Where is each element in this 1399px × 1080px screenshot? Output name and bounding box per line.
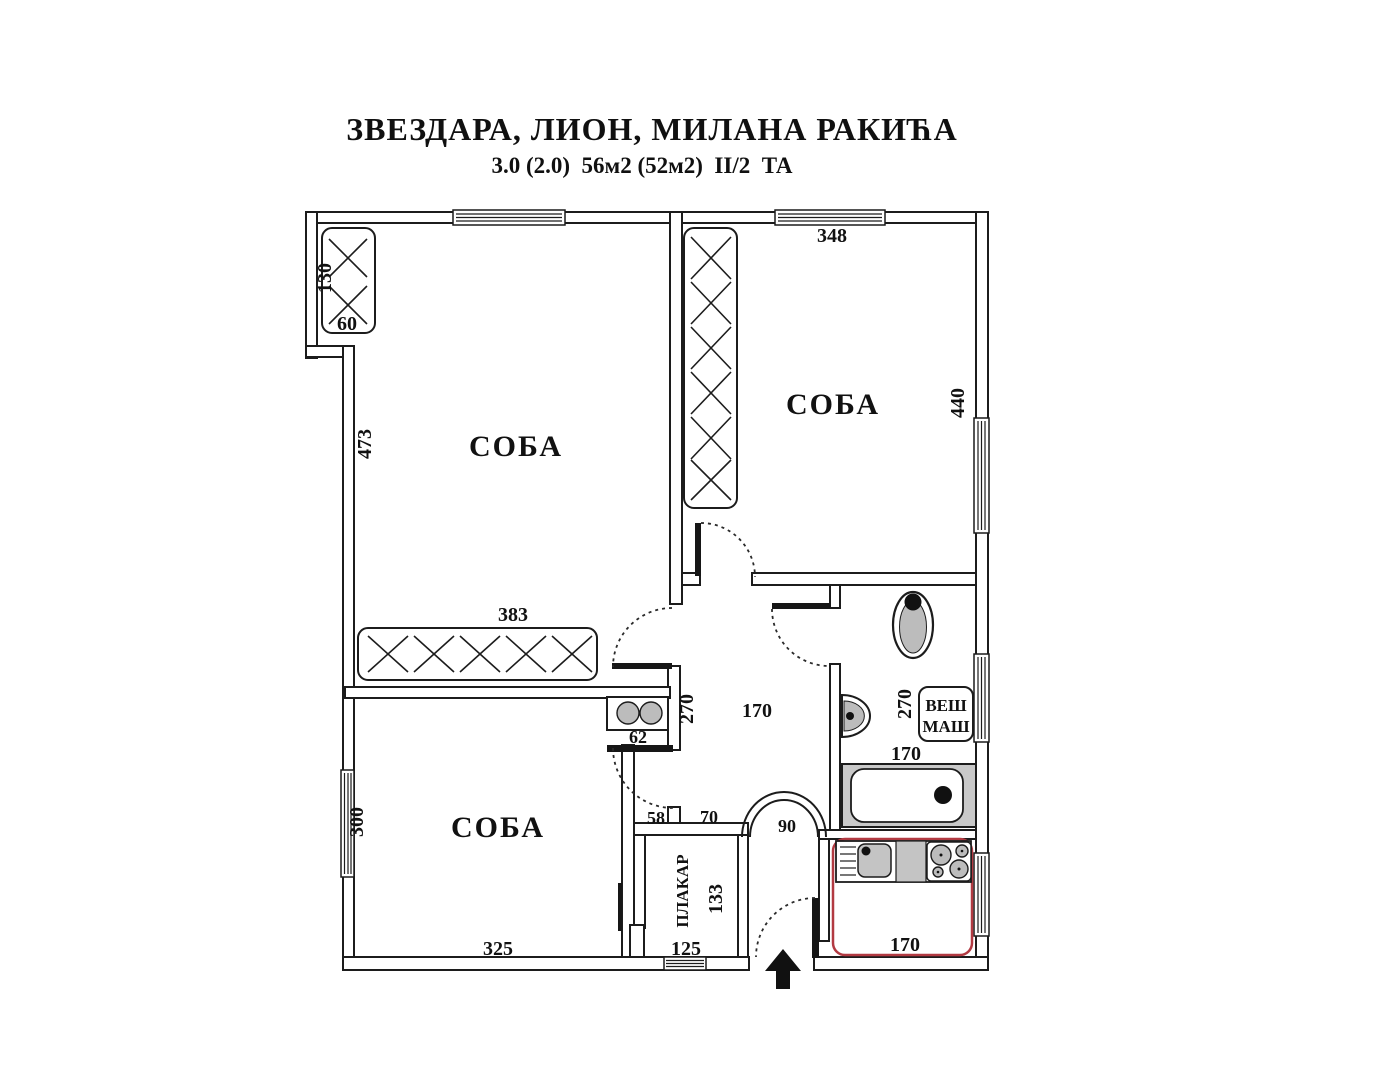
- wall-kitchen-top: [818, 829, 977, 840]
- dim-bath-depth: 270: [894, 689, 916, 719]
- bathtub: [841, 763, 977, 828]
- dim-kitchen-width: 170: [890, 934, 920, 956]
- outer-walls: [305, 211, 989, 971]
- dim-closet-width: 125: [671, 938, 701, 960]
- dim-room3-width: 325: [483, 938, 513, 960]
- page-title: ЗВЕЗДАРА, ЛИОН, МИЛАНА РАКИЋА: [346, 111, 958, 147]
- wall-plakar-stub: [629, 924, 645, 958]
- kitchen-sink: [857, 843, 892, 878]
- entrance-arrow-icon: [765, 949, 801, 989]
- doors: [607, 522, 830, 958]
- kitchen: [831, 837, 974, 957]
- wall-bath-west-stub: [829, 582, 841, 609]
- door-arc-bath: [771, 608, 830, 667]
- wall-plakar-left: [633, 834, 646, 929]
- door-leaf-bath: [772, 603, 830, 609]
- room-label-bottom-left: СОБА: [451, 811, 545, 844]
- dim-heater-width: 62: [629, 727, 647, 747]
- window-right-kitchen: [973, 852, 990, 937]
- window-top-left: [452, 209, 566, 226]
- wall-between-left-rooms: [344, 686, 671, 699]
- dim-room1-depth: 473: [354, 429, 376, 459]
- wall-kitchen-partition: [818, 837, 830, 942]
- heater-fixture: [606, 696, 669, 731]
- room-label-top-left: СОБА: [469, 430, 563, 463]
- door-arc-room2: [700, 522, 756, 578]
- kitchen-worktop: [895, 840, 927, 883]
- dim-corner-closet-width: 60: [337, 313, 357, 335]
- door-leaf-room1: [612, 663, 672, 669]
- door-leaf-room2: [695, 523, 701, 576]
- dim-opening-58: 58: [647, 808, 665, 828]
- window-top-right: [774, 209, 886, 226]
- arch-inner: [749, 799, 819, 838]
- dim-arch-width: 90: [778, 816, 796, 836]
- wardrobe-383: [357, 627, 598, 681]
- wall-divider-top-rooms: [669, 211, 683, 605]
- corner-closet-130x60: [321, 227, 376, 334]
- washing-machine: ВЕШ МАШ: [918, 686, 974, 742]
- wall-plakar-top: [633, 822, 749, 836]
- vent-grate: [663, 956, 707, 971]
- closet-label: ПЛАКАР: [673, 854, 692, 927]
- dim-wardrobe-length: 383: [498, 604, 528, 626]
- door-leaf-entrance: [812, 898, 819, 958]
- washing-machine-label-1: ВЕШ: [925, 696, 967, 715]
- door-arc-entrance: [755, 897, 816, 958]
- window-right-room2: [973, 417, 990, 534]
- interior-walls: [344, 211, 977, 958]
- wall-bath-west: [829, 663, 841, 832]
- dim-hall-width: 170: [742, 700, 772, 722]
- wall-bottom-right: [813, 956, 989, 971]
- dim-corner-closet-depth: 130: [314, 263, 336, 293]
- arch-outer: [741, 791, 827, 838]
- toilet: [891, 590, 935, 660]
- dim-hall-depth: 270: [676, 694, 698, 724]
- dim-closet-depth: 133: [705, 884, 727, 914]
- dim-room2-width: 348: [817, 225, 847, 247]
- door-leaf-room3: [607, 745, 673, 752]
- wall-bottom-left: [342, 956, 750, 971]
- wall-room2-bottom-b: [751, 572, 977, 586]
- room-label-top-right: СОБА: [786, 388, 880, 421]
- kitchen-drainboard: [840, 846, 856, 876]
- windows: [340, 209, 990, 937]
- window-right-bath: [973, 653, 990, 743]
- dim-opening-70: 70: [700, 807, 718, 827]
- washing-machine-label-2: МАШ: [923, 717, 970, 736]
- dim-bath-width: 170: [891, 743, 921, 765]
- door-leaf-plakar: [618, 883, 622, 931]
- page-subtitle: 3.0 (2.0) 56м2 (52м2) II/2 ТА: [491, 153, 792, 178]
- window-left-room3: [340, 769, 355, 878]
- dim-room2-depth: 440: [947, 388, 969, 418]
- wall-arch-left: [737, 834, 749, 958]
- kitchen-stove: [926, 841, 972, 882]
- door-arc-room1: [612, 607, 673, 668]
- wardrobe-room2: [683, 227, 738, 509]
- dim-room3-depth: 300: [346, 807, 368, 837]
- wash-basin: [841, 693, 871, 739]
